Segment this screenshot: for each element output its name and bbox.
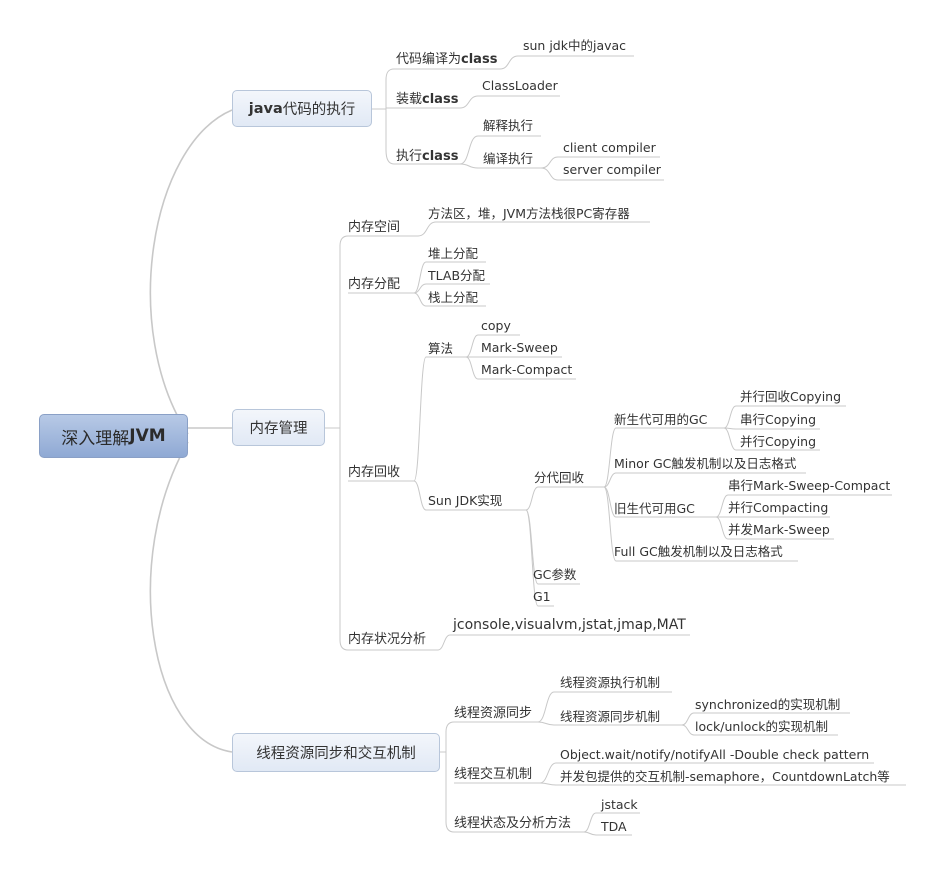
execute-node[interactable]: 执行class [396,149,458,165]
threads-node[interactable]: 线程资源同步和交互机制 [232,733,440,772]
gc-params-node[interactable]: GC参数 [533,567,577,582]
memory-node[interactable]: 内存管理 [232,409,325,446]
gc-algorithm-node[interactable]: 算法 [428,341,454,356]
algo-mark-compact[interactable]: Mark-Compact [481,362,573,377]
generational-node[interactable]: 分代回收 [534,470,585,485]
execute-label-bold: class [422,149,459,164]
full-gc-node[interactable]: Full GC触发机制以及日志格式 [614,544,783,559]
load-label: 装载 [396,92,423,107]
memory-label: 内存管理 [249,421,308,437]
mem-alloc-node[interactable]: 内存分配 [348,277,401,292]
algo-copy[interactable]: copy [481,318,511,333]
old-item-2[interactable]: 并发Mark-Sweep [728,522,830,537]
old-item-0[interactable]: 串行Mark-Sweep-Compact [728,478,891,493]
state-item-tda[interactable]: TDA [601,819,627,834]
compile-exec-node[interactable]: 编译执行 [483,151,534,166]
thread-exec-mech[interactable]: 线程资源执行机制 [560,675,661,690]
threads-label: 线程资源同步和交互机制 [256,746,416,762]
execute-label: 执行 [396,149,423,164]
young-gc-node[interactable]: 新生代可用的GC [614,412,708,427]
state-item-jstack[interactable]: jstack [601,797,638,812]
classloader-node[interactable]: ClassLoader [482,78,558,93]
old-item-1[interactable]: 并行Compacting [728,500,829,515]
root-label: 深入理解 [61,428,130,449]
alloc-item-stack[interactable]: 栈上分配 [428,290,479,305]
sync-item-synchronized[interactable]: synchronized的实现机制 [695,697,841,712]
young-item-2[interactable]: 并行Copying [740,434,817,449]
compile-label: 代码编译为 [396,52,462,67]
javac-node[interactable]: sun jdk中的javac [523,38,627,53]
sunjdk-node[interactable]: Sun JDK实现 [428,493,503,508]
root-label-bold: JVM [129,426,166,446]
load-node[interactable]: 装载class [396,92,458,108]
mem-analysis-node[interactable]: 内存状况分析 [348,632,427,647]
interact-item-wait[interactable]: Object.wait/notify/notifyAll -Double che… [560,747,870,762]
server-compiler-node[interactable]: server compiler [563,162,661,177]
java-exec-bold: java [248,100,283,117]
old-gc-node[interactable]: 旧生代可用GC [614,501,695,516]
g1-node[interactable]: G1 [533,589,551,604]
interpret-node[interactable]: 解释执行 [483,118,534,133]
young-item-0[interactable]: 并行回收Copying [740,389,842,404]
minor-gc-node[interactable]: Minor GC触发机制以及日志格式 [614,456,797,471]
compile-node[interactable]: 代码编译为class [396,52,497,68]
thread-state-node[interactable]: 线程状态及分析方法 [454,816,572,831]
algo-mark-sweep[interactable]: Mark-Sweep [481,340,558,355]
alloc-item-tlab[interactable]: TLAB分配 [428,268,486,283]
thread-sync-mech[interactable]: 线程资源同步机制 [560,709,661,724]
sync-item-lock[interactable]: lock/unlock的实现机制 [695,719,829,734]
thread-interact-node[interactable]: 线程交互机制 [454,767,533,782]
mem-space-child[interactable]: 方法区，堆，JVM方法栈很PC寄存器 [428,206,630,221]
interact-item-concurrent[interactable]: 并发包提供的交互机制-semaphore，CountdownLatch等 [560,769,890,784]
young-item-1[interactable]: 串行Copying [740,412,817,427]
java-exec-label: 代码的执行 [282,102,356,118]
client-compiler-node[interactable]: client compiler [563,140,656,155]
mem-space-node[interactable]: 内存空间 [348,220,401,235]
analysis-tools[interactable]: jconsole,visualvm,jstat,jmap,MAT [453,617,686,633]
load-label-bold: class [422,92,459,107]
mem-gc-node[interactable]: 内存回收 [348,465,401,480]
compile-label-bold: class [461,52,498,67]
alloc-item-heap[interactable]: 堆上分配 [428,246,479,261]
thread-sync-node[interactable]: 线程资源同步 [454,706,533,721]
